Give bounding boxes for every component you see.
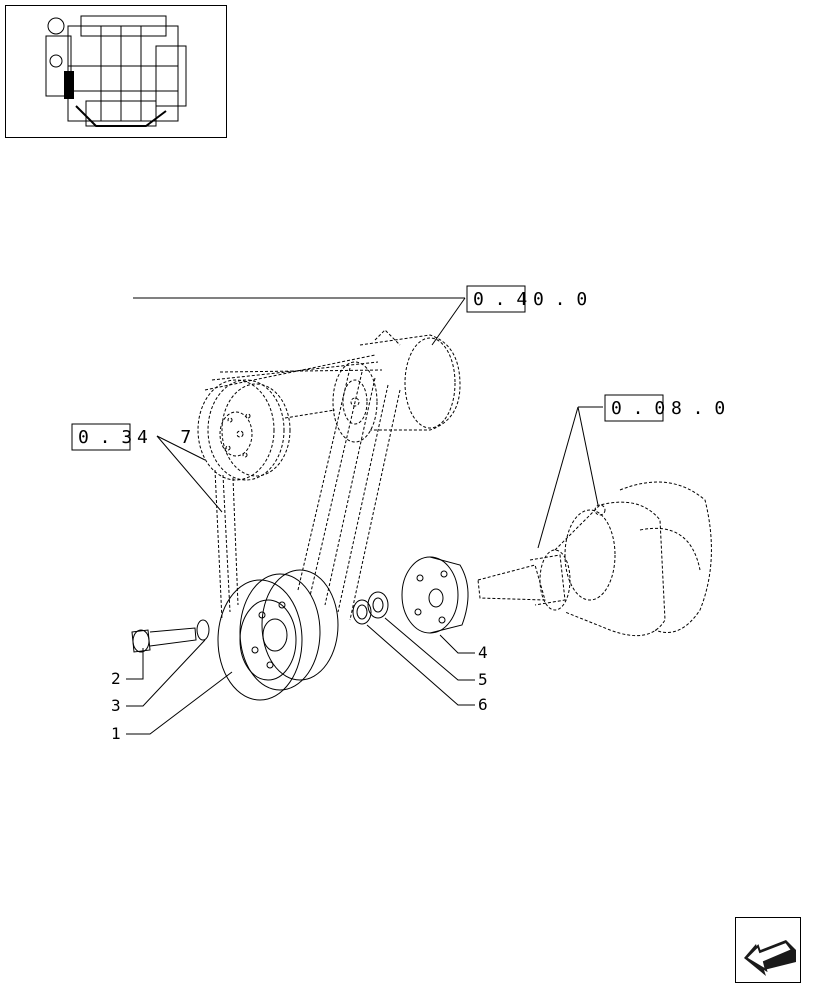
- crankshaft: [477, 481, 712, 637]
- callout-2: 2: [111, 669, 121, 688]
- callout-6: 6: [478, 695, 488, 714]
- hub: [401, 556, 469, 634]
- ref-box-crankshaft: [604, 394, 664, 422]
- washer: [196, 619, 210, 641]
- nut: [352, 599, 372, 625]
- callout-4: 4: [478, 643, 488, 662]
- leader-lines: [126, 297, 603, 735]
- callout-3: 3: [111, 696, 121, 715]
- engine-thumbnail: [5, 5, 227, 138]
- fan-belt: [204, 354, 401, 621]
- bolt: [131, 627, 197, 653]
- callout-1: 1: [111, 724, 121, 743]
- ref-alternator-rest: 0 . 0: [533, 289, 587, 310]
- ref-belt-boxed: 0 . 3: [78, 427, 132, 448]
- fan-pulley: [197, 379, 291, 481]
- arrow-left-icon: [744, 940, 796, 976]
- callout-5: 5: [478, 670, 488, 689]
- engine-thumbnail-icon: [45, 15, 187, 127]
- ref-crankshaft-rest: 8 . 0: [671, 398, 725, 419]
- ref-belt-rest: 4 7: [137, 427, 191, 448]
- ref-box-belt: [71, 423, 131, 451]
- crankshaft-pulley: [217, 569, 339, 701]
- alternator: [332, 329, 461, 443]
- ref-box-alternator: [466, 285, 526, 313]
- lock-washer: [367, 591, 389, 619]
- ref-alternator-boxed: 0 . 4: [473, 289, 527, 310]
- previous-page-button[interactable]: [735, 917, 801, 983]
- ref-crankshaft-boxed: 0 . 0: [611, 398, 665, 419]
